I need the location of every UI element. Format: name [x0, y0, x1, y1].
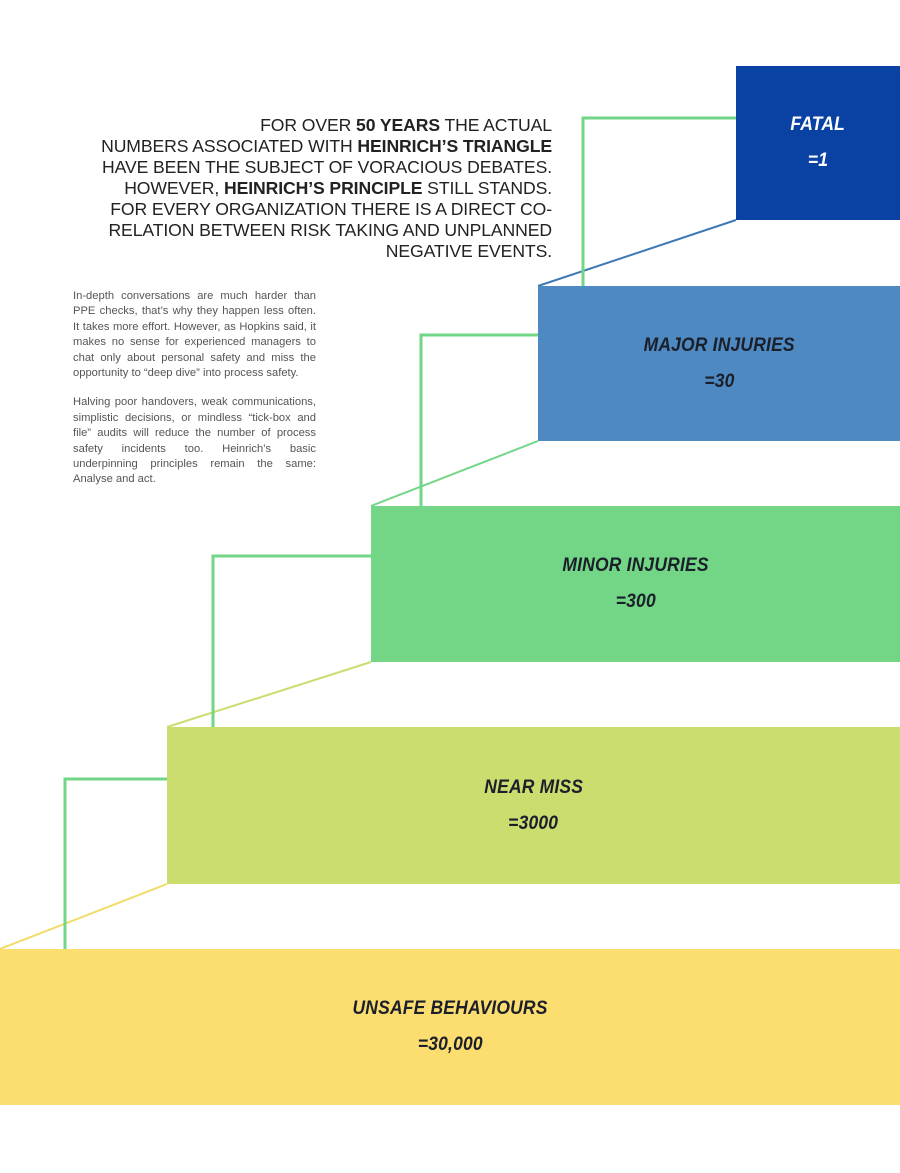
headline-line-3: HAVE BEEN THE SUBJECT OF VORACIOUS DEBAT… [102, 157, 552, 177]
tier-label: NEAR MISS [484, 776, 583, 798]
headline-line-2: NUMBERS ASSOCIATED WITH HEINRICH’S TRIAN… [101, 136, 552, 156]
headline-line-1: FOR OVER 50 YEARS THE ACTUAL [260, 115, 552, 135]
step-line-fatal [581, 116, 736, 286]
headline: FOR OVER 50 YEARS THE ACTUAL NUMBERS ASS… [62, 115, 552, 262]
edge-near-unsafe [0, 883, 168, 950]
tier-value: =30,000 [417, 1034, 483, 1055]
tier-fatal: FATAL =1 [736, 66, 900, 220]
step-line-major [419, 333, 538, 506]
body-paragraph-1: In-depth conversations are much harder t… [73, 290, 316, 380]
tier-value: =30 [703, 370, 735, 392]
tier-label: MINOR INJURIES [562, 555, 709, 576]
tier-minor-injuries: MINOR INJURIES =300 [371, 506, 900, 662]
headline-line-6: RELATION BETWEEN RISK TAKING AND UNPLANN… [108, 220, 552, 240]
tier-near-miss: NEAR MISS =3000 [167, 727, 900, 884]
step-line-near [63, 777, 167, 949]
tier-major-injuries: MAJOR INJURIES =30 [538, 286, 900, 441]
edge-fatal-major [537, 219, 737, 287]
tier-value: =1 [807, 150, 829, 171]
headline-line-5: FOR EVERY ORGANIZATION THERE IS A DIRECT… [110, 199, 552, 219]
body-paragraph-2: Halving poor handovers, weak communicati… [73, 396, 316, 486]
tier-value: =3000 [508, 812, 559, 834]
tier-unsafe-behaviours: UNSAFE BEHAVIOURS =30,000 [0, 949, 900, 1105]
tier-label: MAJOR INJURIES [643, 334, 795, 356]
step-line-minor [211, 554, 371, 727]
edge-minor-near [166, 661, 372, 728]
headline-line-4: HOWEVER, HEINRICH’S PRINCIPLE STILL STAN… [124, 178, 552, 198]
edge-major-minor [370, 440, 539, 507]
tier-value: =300 [615, 591, 656, 612]
headline-line-7: NEGATIVE EVENTS. [385, 241, 552, 261]
tier-label: FATAL [790, 114, 846, 135]
tier-label: UNSAFE BEHAVIOURS [352, 998, 548, 1019]
body-copy: In-depth conversations are much harder t… [73, 289, 316, 502]
